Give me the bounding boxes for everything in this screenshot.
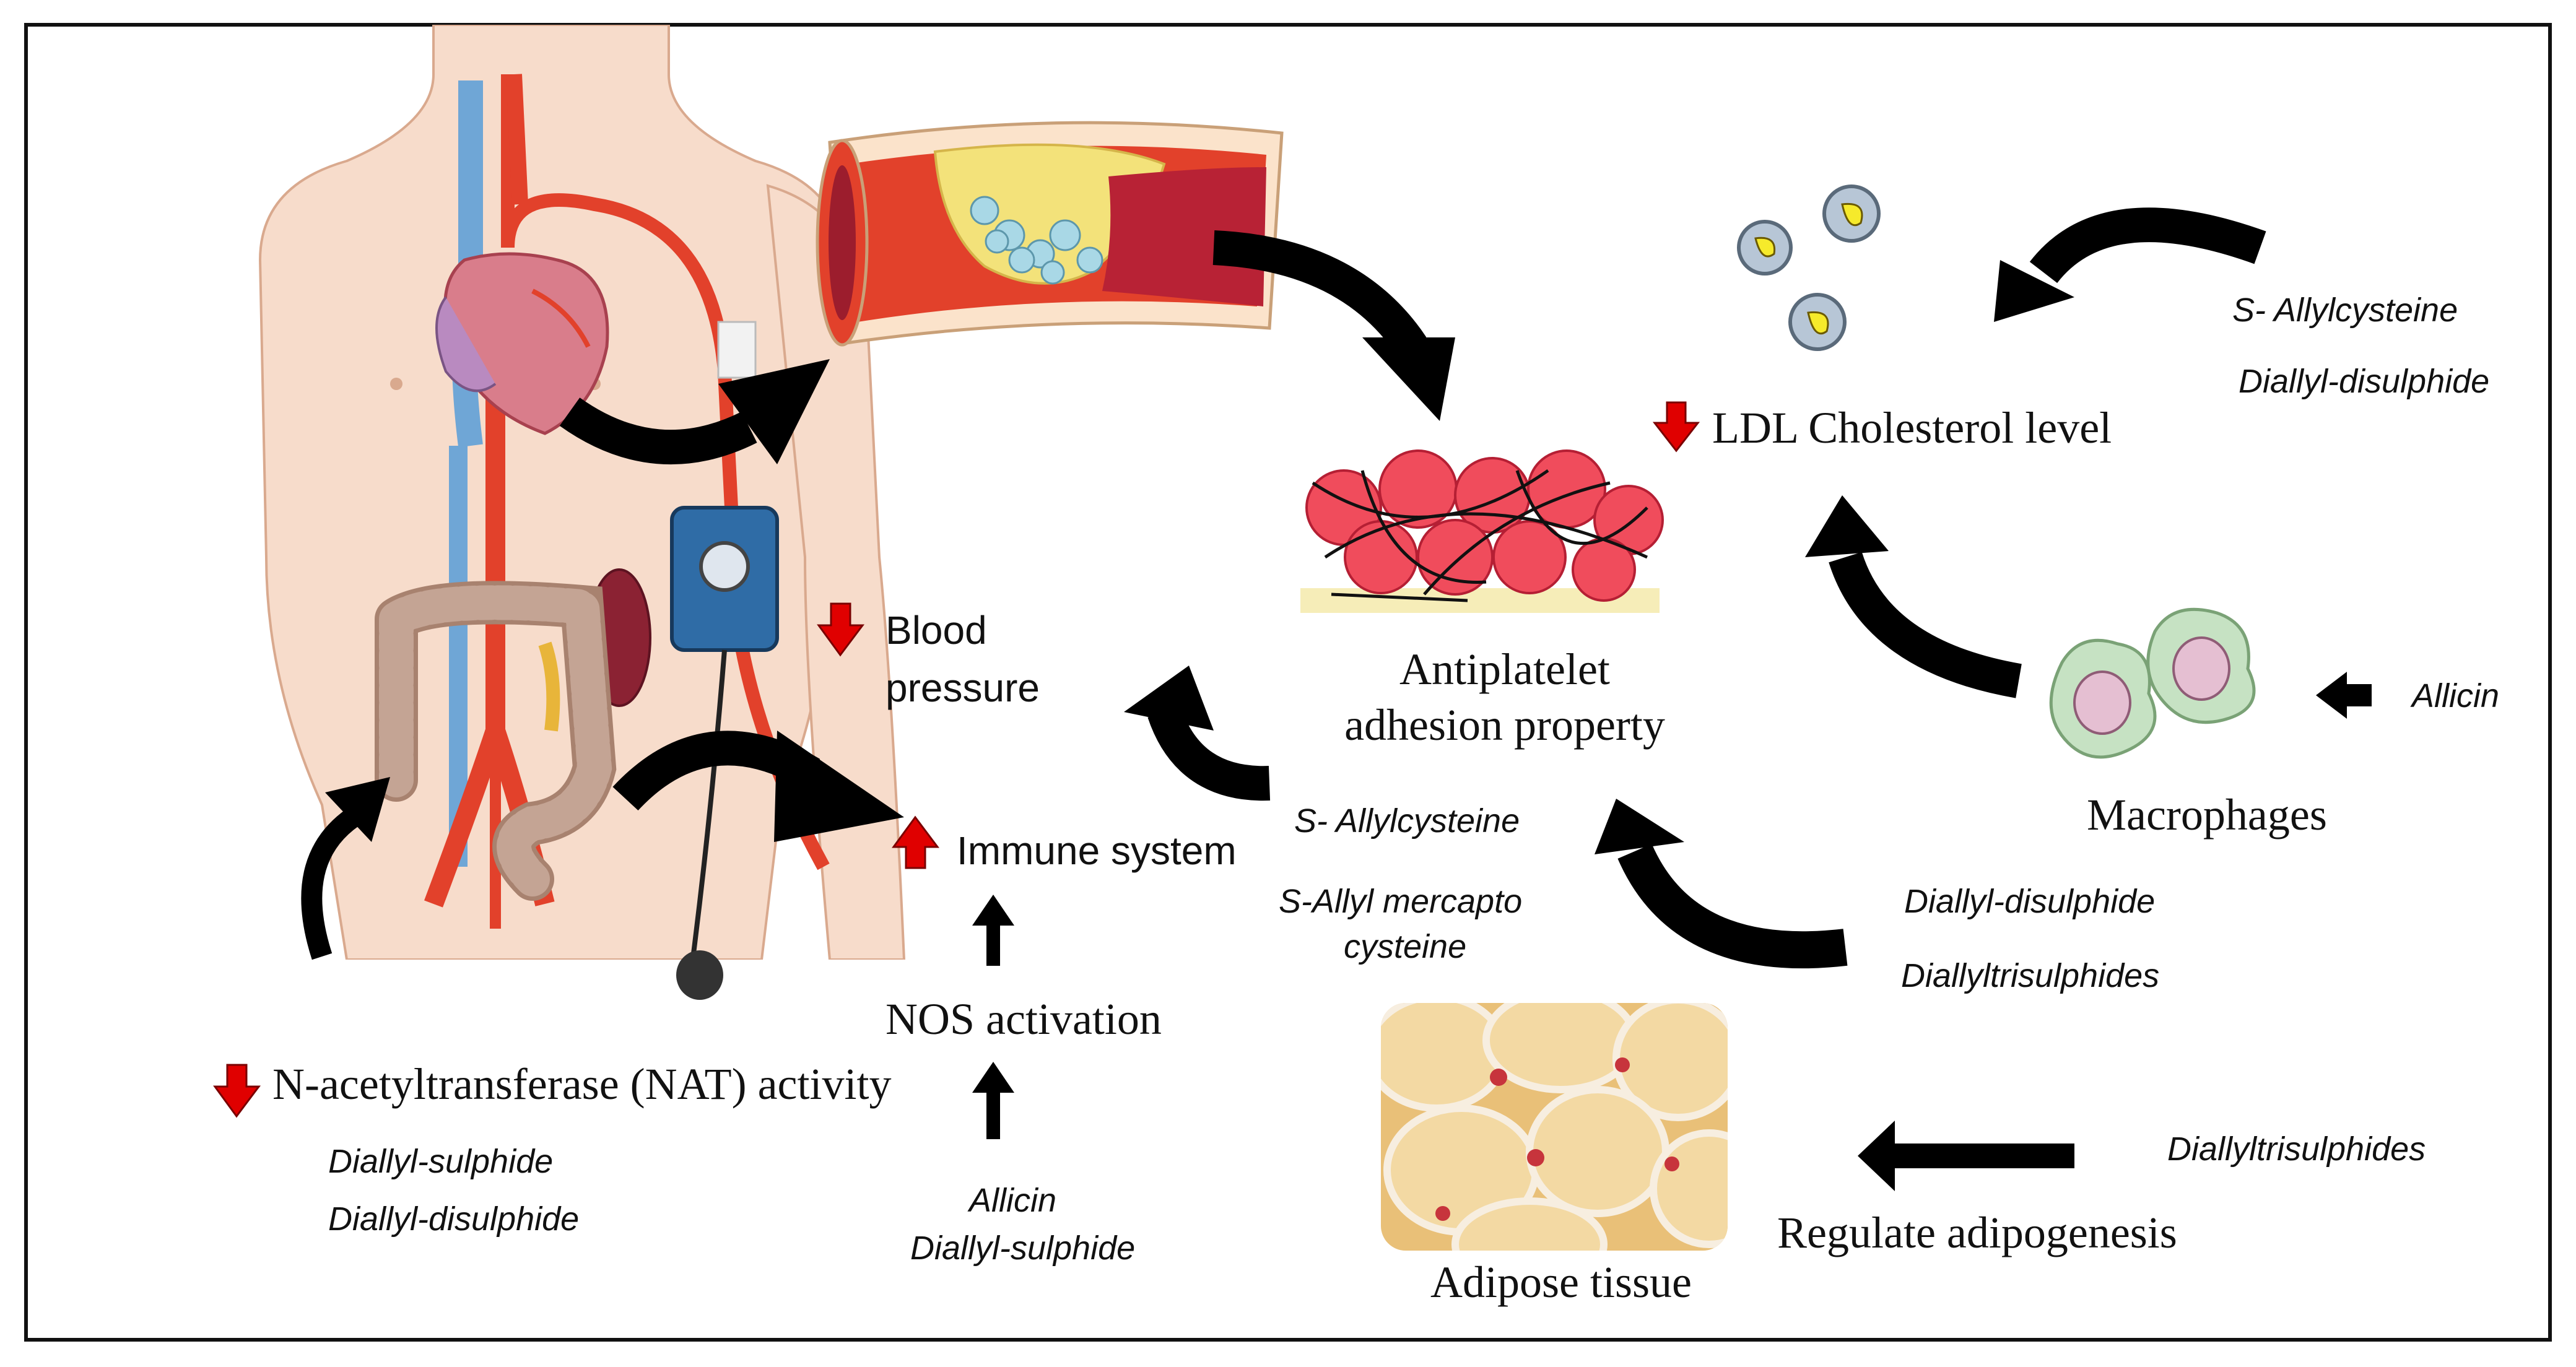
nos-compound-allicin: Allicin: [969, 1182, 1057, 1219]
red-down-arrow-icon: [817, 602, 864, 657]
indicator-arrows: [213, 401, 1700, 1118]
arrow-allicin-to-macrophages: [2316, 672, 2372, 719]
arrow-nat-to-nos: [972, 1062, 1014, 1139]
arrow-macrophage-to-ldl: [1805, 495, 2022, 698]
antiplatelet-label-line1: Antiplatelet: [1399, 644, 1610, 694]
ldl-particles-illustration: [1737, 184, 1881, 351]
arrow-immune-to-bp: [1124, 666, 1271, 801]
bp-compound-s-allylcysteine: S- Allylcysteine: [1294, 802, 1520, 840]
platelet-compound-diallyl-disulphide: Diallyl-disulphide: [1904, 883, 2156, 920]
pump-bulb-icon: [676, 950, 723, 1000]
bp-compound-cysteine: cysteine: [1344, 928, 1467, 965]
nat-activity-label: N-acetyltransferase (NAT) activity: [272, 1059, 892, 1109]
macrophage-compound-allicin: Allicin: [2412, 677, 2500, 714]
flow-arrows: [301, 207, 2372, 1191]
arrow-compounds-to-ldl: [1994, 207, 2266, 322]
red-down-arrow-icon: [213, 1064, 261, 1118]
nos-compound-diallyl-sulphide: Diallyl-sulphide: [910, 1230, 1136, 1267]
immune-system-label: Immune system: [957, 828, 1237, 873]
arrow-compounds-to-platelets: [1595, 799, 1848, 969]
ldl-compound-s-allylcysteine: S- Allylcysteine: [2232, 292, 2458, 329]
macrophages-label: Macrophages: [2087, 790, 2327, 840]
bp-compound-s-allyl-mercapto: S-Allyl mercapto: [1279, 883, 1523, 920]
arrow-body-to-artery: [559, 359, 830, 465]
artery-plaque-illustration: [816, 121, 1284, 347]
ldl-compound-diallyl-disulphide: Diallyl-disulphide: [2239, 363, 2490, 400]
arrow-artery-to-platelets: [1212, 230, 1455, 421]
nat-compound-diallyl-sulphide: Diallyl-sulphide: [328, 1143, 554, 1180]
blood-pressure-label-line2: pressure: [886, 666, 1040, 710]
ldl-cholesterol-label: LDL Cholesterol level: [1712, 403, 2112, 453]
red-up-arrow-icon: [892, 815, 939, 869]
nat-compound-diallyl-disulphide: Diallyl-disulphide: [328, 1200, 580, 1238]
arrow-intestine-to-immune: [612, 731, 904, 842]
figure-frame: [24, 23, 2552, 1342]
antiplatelet-label-line2: adhesion property: [1344, 700, 1665, 750]
arrow-nos-to-immune: [972, 895, 1014, 966]
arrow-to-adipose: [1858, 1121, 2074, 1191]
adipose-compound-diallyltrisulphides: Diallyltrisulphides: [2167, 1130, 2426, 1168]
human-body-illustration: [258, 25, 906, 960]
adipose-tissue-illustration: [1381, 1003, 1728, 1251]
platelet-cluster-illustration: [1300, 449, 1664, 613]
adipose-tissue-label: Adipose tissue: [1430, 1257, 1692, 1307]
arrow-up-to-intestine: [301, 777, 390, 960]
regulate-adipogenesis-label: Regulate adipogenesis: [1777, 1208, 2177, 1257]
blood-pressure-label-line1: Blood: [886, 608, 987, 653]
red-down-arrow-icon: [1652, 401, 1700, 453]
platelet-compound-diallyltrisulphides: Diallyltrisulphides: [1901, 957, 2160, 994]
nos-activation-label: NOS activation: [886, 994, 1162, 1044]
macrophages-illustration: [2049, 607, 2256, 759]
